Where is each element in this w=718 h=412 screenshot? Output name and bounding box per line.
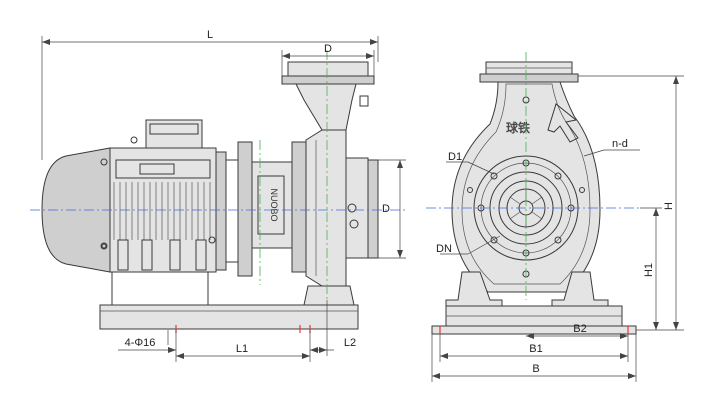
motor-pedestal xyxy=(111,269,209,306)
dim-holes: 4-Φ16 xyxy=(125,337,156,349)
flow-arrow-icon xyxy=(547,103,579,143)
front-view-dimensions: D1 DN n-d H H1 B2 B1 xyxy=(431,75,684,382)
dim-B: B xyxy=(532,363,539,375)
side-view: NUOBO xyxy=(30,50,408,333)
casting-mark: 球铁 xyxy=(506,120,530,135)
impeller-vanes xyxy=(509,189,543,227)
base-plate xyxy=(99,304,359,330)
pump-volute-side xyxy=(305,129,347,287)
dim-B1: B1 xyxy=(529,343,542,355)
dim-H1: H1 xyxy=(643,263,655,277)
pump-foot xyxy=(303,285,355,306)
front-view: 球铁 xyxy=(426,52,640,335)
motor-flange xyxy=(215,151,227,271)
motor-fins xyxy=(113,182,211,240)
dim-L1: L1 xyxy=(236,343,248,355)
dim-nd: n-d xyxy=(612,138,628,150)
svg-text:NUOBO: NUOBO xyxy=(269,188,279,221)
dim-H: H xyxy=(663,202,675,210)
side-view-dimensions: L D D 4-Φ16 L1 L2 xyxy=(41,29,406,362)
dim-B2: B2 xyxy=(573,323,586,335)
dim-L2: L2 xyxy=(344,337,356,349)
dim-D-side: D xyxy=(382,203,390,215)
dim-D1: D1 xyxy=(448,151,462,163)
discharge-neck xyxy=(295,83,357,131)
suction-flange xyxy=(367,159,379,259)
dim-D-top: D xyxy=(324,43,332,55)
dim-L: L xyxy=(207,29,213,41)
discharge-flange xyxy=(281,75,375,85)
front-discharge-flange xyxy=(479,73,579,83)
pump-casing-side xyxy=(291,141,307,273)
dim-DN: DN xyxy=(436,243,452,255)
